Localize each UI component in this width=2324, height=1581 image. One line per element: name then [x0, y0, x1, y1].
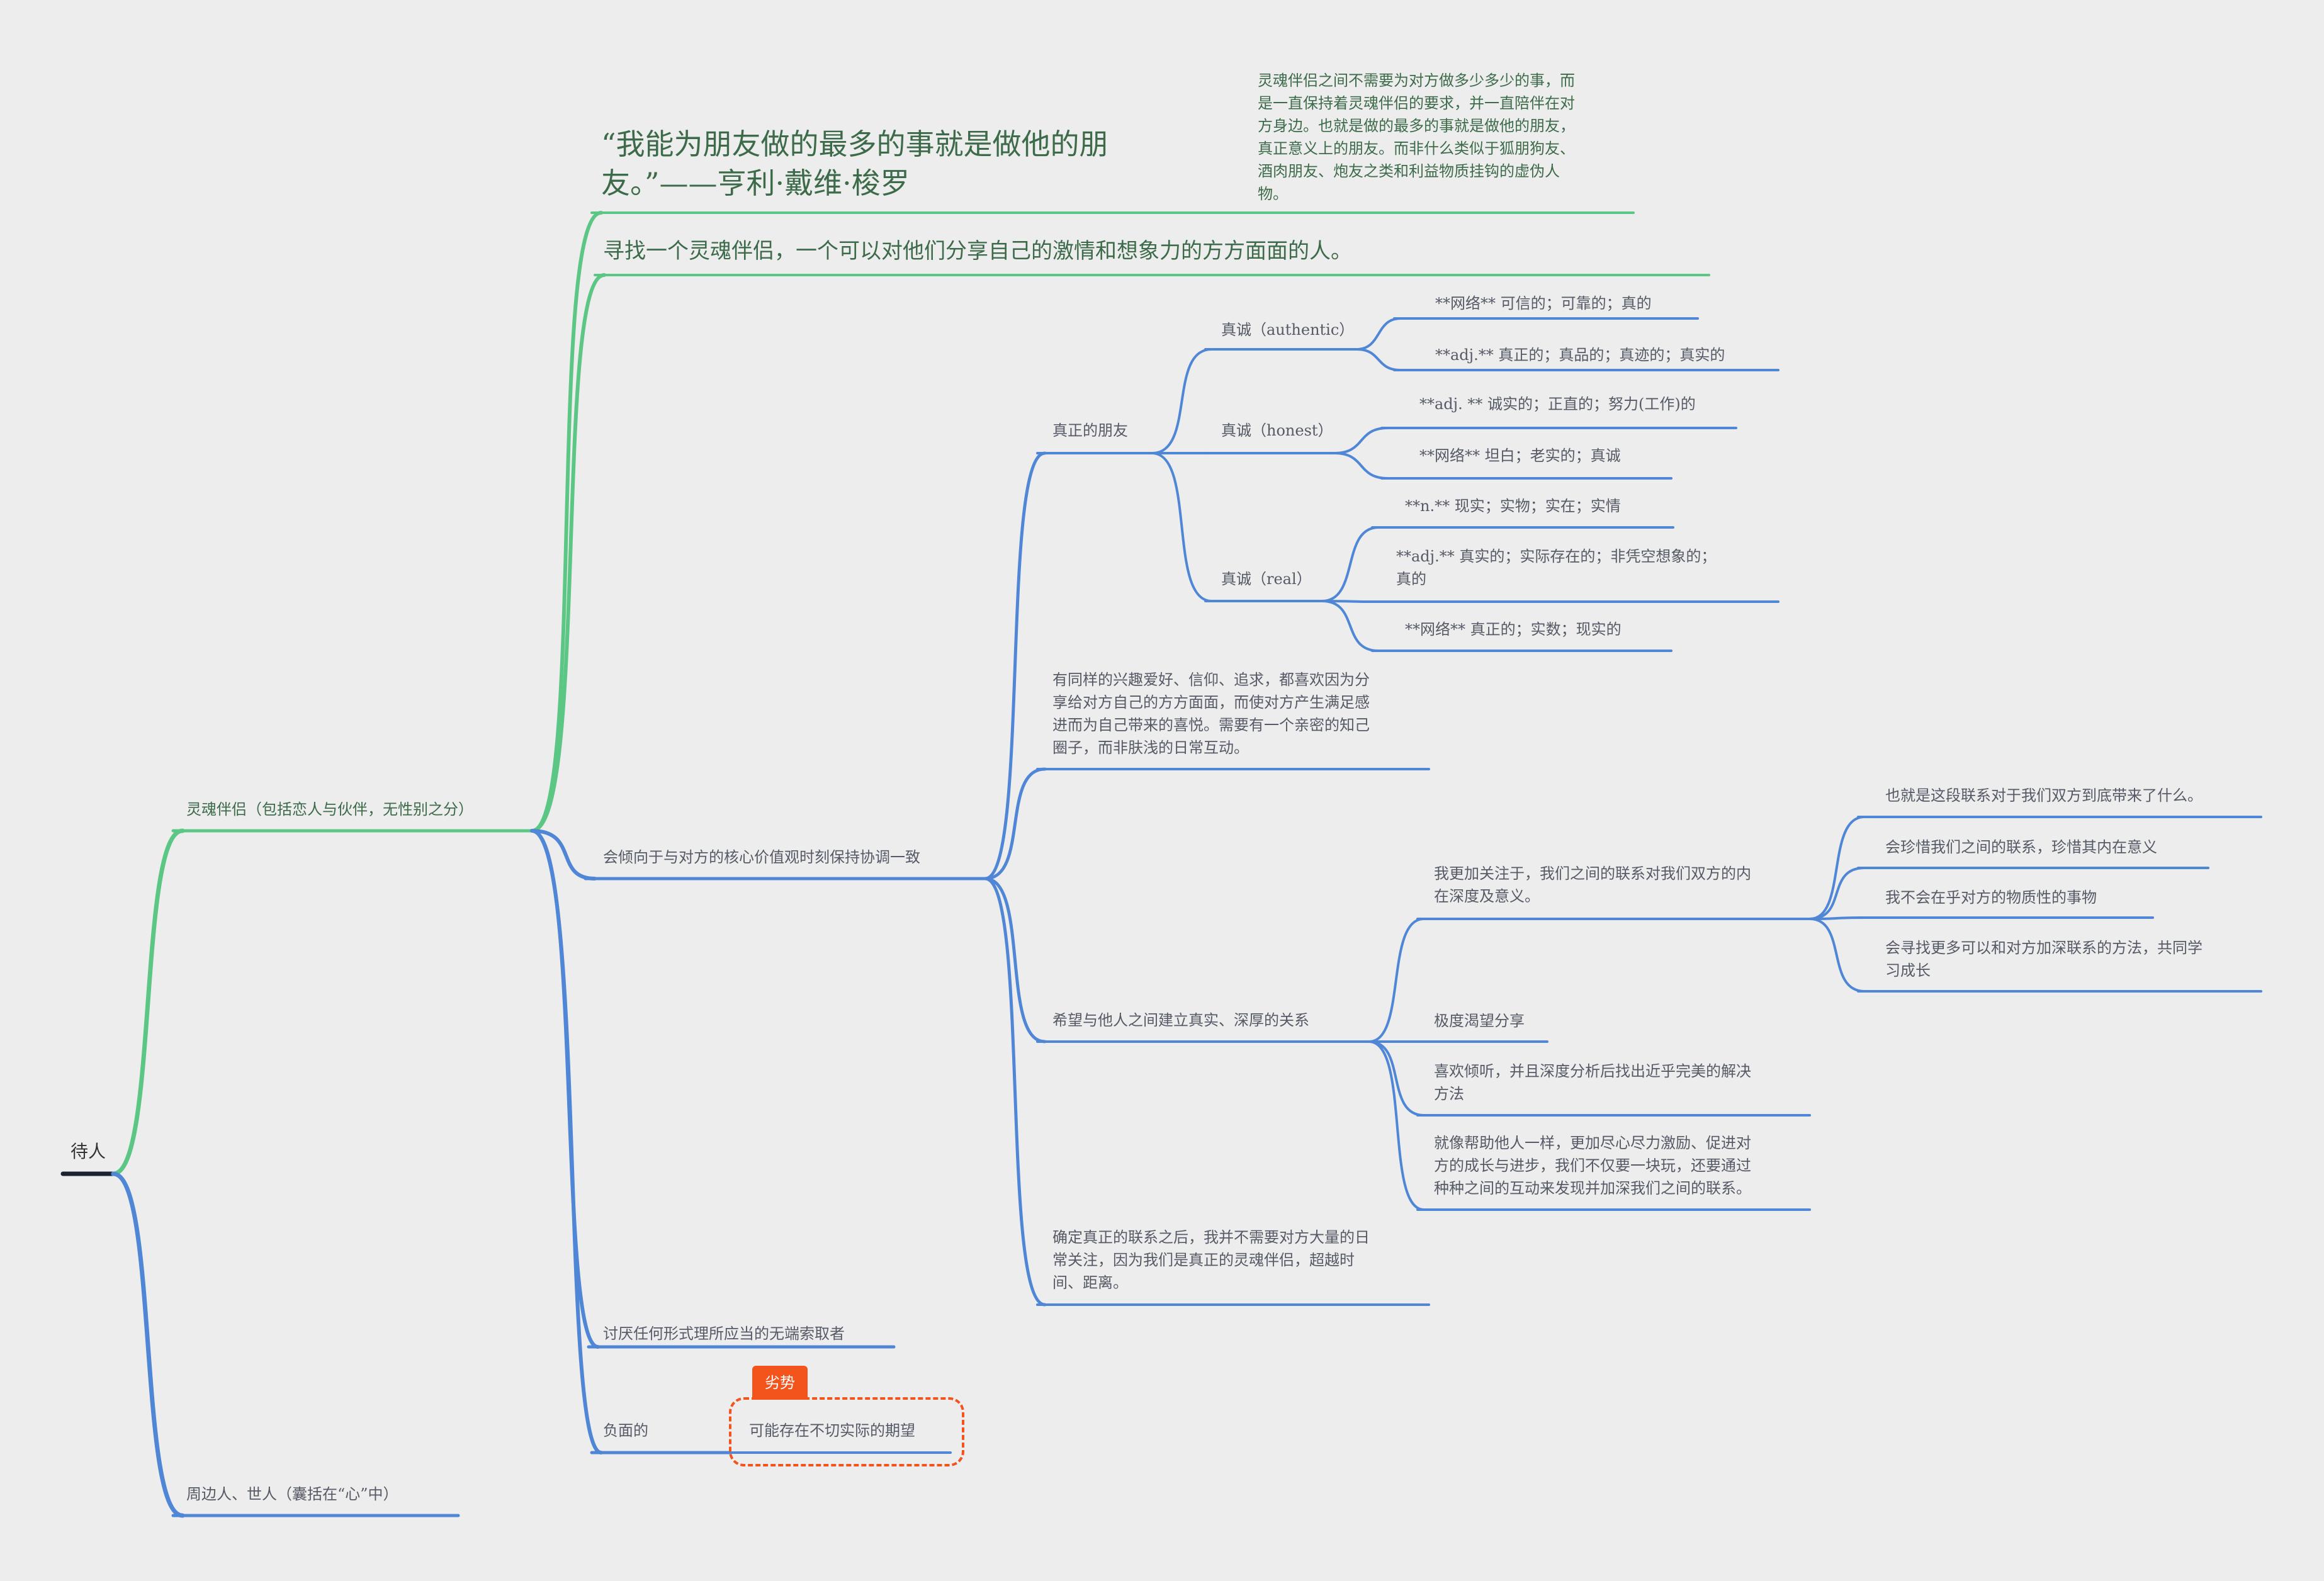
real-leaf-1[interactable]: **n.** 现实；实物；实在；实情	[1405, 497, 1621, 515]
edge-truefriend-authentic	[1151, 348, 1213, 454]
authentic-leaf-2[interactable]: **adj.** 真正的；真品的；真迹的；真实的	[1435, 346, 1725, 364]
quote-node[interactable]: “我能为朋友做的最多的事就是做他的朋 友。”——亨利·戴维·梭罗	[601, 127, 1108, 200]
seek-node[interactable]: 寻找一个灵魂伴侣，一个可以对他们分享自己的激情和想象力的方方面面的人。	[603, 239, 1352, 264]
focus-leaf-1[interactable]: 也就是这段联系对于我们双方到底带来了什么。	[1885, 787, 2203, 804]
edge-focus-1	[1808, 816, 1866, 920]
honest-leaf-1[interactable]: **adj. ** 诚实的；正直的；努力(工作)的	[1419, 395, 1696, 413]
root-node[interactable]: 待人	[71, 1141, 106, 1162]
real-leaf-2[interactable]: **adj.** 真实的；实际存在的；非凭空想象的； 真的	[1396, 548, 1717, 588]
edge-core-truefriend	[983, 451, 1047, 881]
edge-relation-help	[1368, 1040, 1425, 1211]
edge-real-3	[1321, 600, 1380, 652]
edge-root-soulmate	[111, 828, 185, 1176]
edge-focus-3	[1808, 916, 1866, 920]
negative-item[interactable]: 可能存在不切实际的期望	[749, 1422, 915, 1439]
edge-root-others	[111, 1171, 185, 1518]
topic-others[interactable]: 周边人、世人（囊括在“心”中）	[186, 1485, 398, 1503]
edge-core-relation	[983, 877, 1047, 1044]
edge-soulmate-negative	[530, 829, 603, 1454]
edge-soulmate-quote	[530, 211, 603, 833]
edge-focus-2	[1808, 867, 1866, 920]
focus-leaf-2[interactable]: 会珍惜我们之间的联系，珍惜其内在意义	[1885, 838, 2157, 856]
edge-truefriend-real	[1151, 452, 1213, 602]
confirm-node[interactable]: 确定真正的联系之后，我并不需要对方大量的日 常关注，因为我们是真正的灵魂伴侣，超…	[1052, 1229, 1370, 1291]
focus-leaf-4[interactable]: 会寻找更多可以和对方加深联系的方法，共同学 习成长	[1885, 939, 2203, 979]
edge-honest-1	[1333, 427, 1389, 454]
negative-badge: 劣势	[752, 1366, 808, 1400]
negative-item-highlight	[729, 1397, 964, 1466]
edge-real-1	[1321, 526, 1380, 602]
focus-node[interactable]: 我更加关注于，我们之间的联系对我们双方的内 在深度及意义。	[1434, 865, 1751, 905]
honest-leaf-2[interactable]: **网络** 坦白；老实的；真诚	[1419, 447, 1621, 464]
edge-focus-4	[1808, 918, 1866, 993]
edge-soulmate-seek	[530, 273, 606, 833]
quote-note: 灵魂伴侣之间不需要为对方做多少多少的事，而 是一直保持着灵魂伴侣的要求，并一直陪…	[1258, 72, 1575, 203]
crave-node[interactable]: 极度渴望分享	[1434, 1012, 1525, 1030]
help-node[interactable]: 就像帮助他人一样，更加尽心尽力激励、促进对 方的成长与进步，我们不仅要一块玩，还…	[1434, 1134, 1751, 1197]
edge-core-share	[983, 767, 1047, 881]
edge-core-confirm	[983, 877, 1047, 1307]
edge-authentic-1	[1355, 317, 1402, 351]
focus-leaf-3[interactable]: 我不会在乎对方的物质性的事物	[1885, 889, 2097, 906]
edge-relation-listen	[1368, 1040, 1425, 1117]
core-node[interactable]: 会倾向于与对方的核心价值观时刻保持协调一致	[603, 848, 920, 866]
relation-node[interactable]: 希望与他人之间建立真实、深厚的关系	[1052, 1011, 1309, 1029]
honest-node[interactable]: 真诚（honest）	[1221, 422, 1333, 439]
edge-honest-2	[1333, 452, 1389, 480]
authentic-node[interactable]: 真诚（authentic）	[1221, 321, 1355, 339]
edge-real-2	[1321, 600, 1380, 603]
edge-soulmate-core	[530, 829, 597, 881]
negative-node[interactable]: 负面的	[603, 1422, 648, 1439]
edge-soulmate-dislike	[530, 829, 600, 1349]
truefriend-node[interactable]: 真正的朋友	[1052, 422, 1128, 439]
authentic-leaf-1[interactable]: **网络** 可信的；可靠的；真的	[1435, 295, 1652, 312]
edge-authentic-2	[1355, 348, 1402, 371]
real-node[interactable]: 真诚（real）	[1221, 570, 1312, 588]
share-node[interactable]: 有同样的兴趣爱好、信仰、追求，都喜欢因为分 享给对方自己的方方面面，而使对方产生…	[1052, 671, 1370, 757]
real-leaf-3[interactable]: **网络** 真正的；实数；现实的	[1405, 621, 1622, 638]
topic-soulmate[interactable]: 灵魂伴侣（包括恋人与伙伴，无性别之分）	[186, 801, 473, 818]
edge-relation-focus	[1368, 918, 1425, 1043]
listen-node[interactable]: 喜欢倾听，并且深度分析后找出近乎完美的解决 方法	[1434, 1062, 1751, 1103]
dislike-node[interactable]: 讨厌任何形式理所应当的无端索取者	[603, 1325, 845, 1342]
